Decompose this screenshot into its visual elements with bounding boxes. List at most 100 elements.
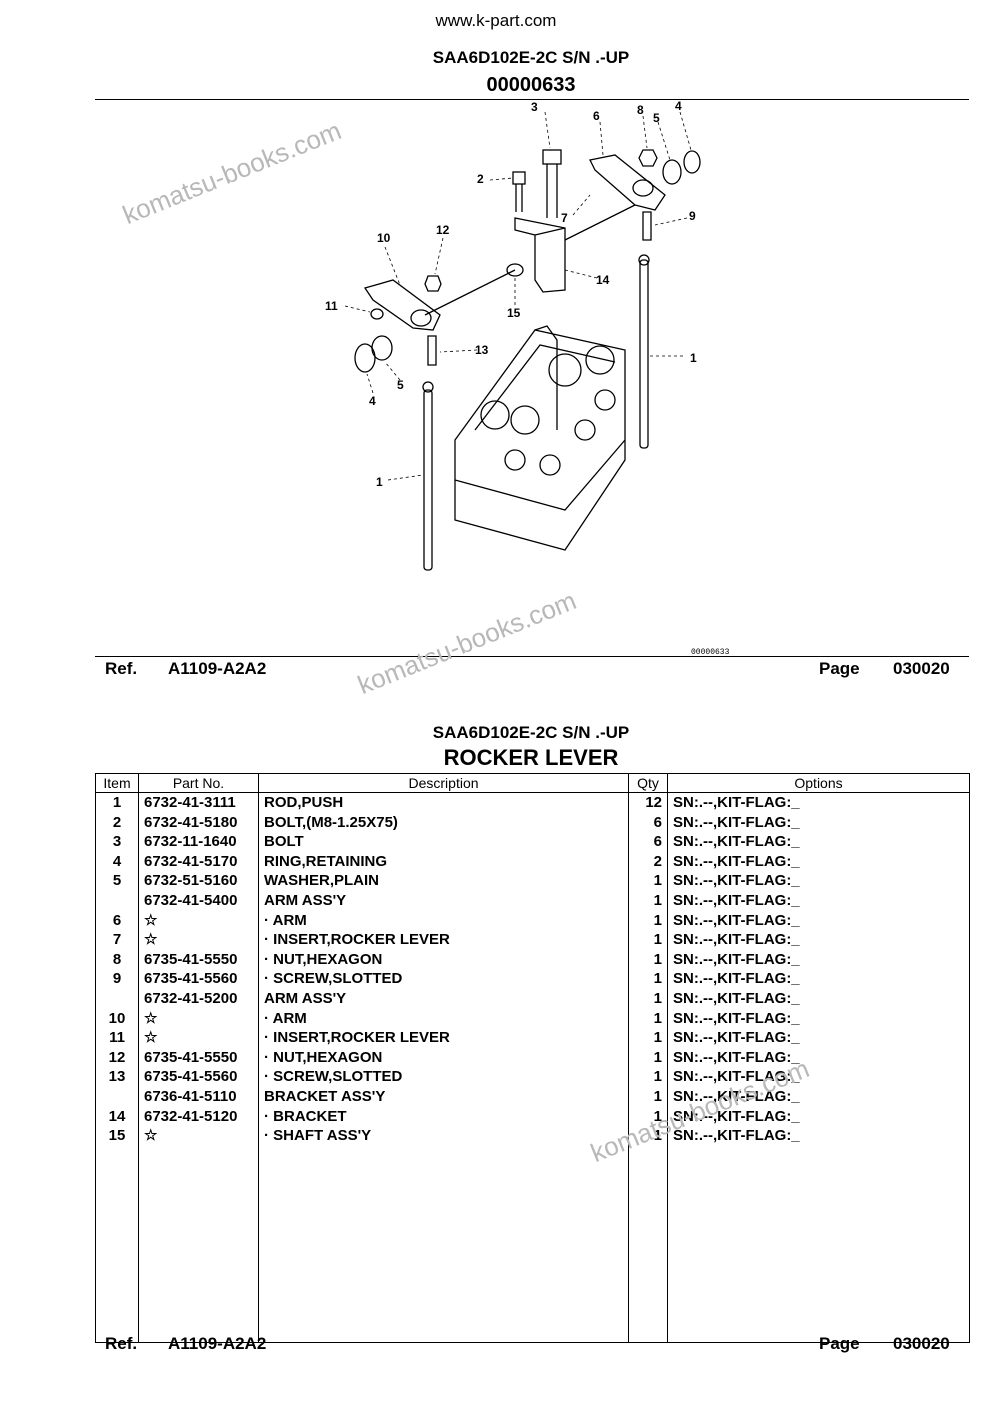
row-description: · NUT,HEXAGON	[258, 1047, 629, 1068]
row-qty: 1	[628, 988, 668, 1009]
row-item: 3	[95, 832, 139, 852]
callout-1-left: 1	[376, 475, 383, 489]
callout-15: 15	[507, 306, 521, 320]
screw-13	[427, 335, 437, 366]
page-label-2: Page	[819, 1334, 860, 1353]
empty-cell	[258, 1145, 629, 1343]
empty-cell	[95, 1145, 139, 1343]
row-qty: 1	[628, 930, 668, 950]
section-title: ROCKER LEVER	[443, 745, 619, 770]
row-options: SN:.--,KIT-FLAG:_	[667, 1106, 970, 1127]
row-options: SN:.--,KIT-FLAG:_	[667, 988, 970, 1009]
row-options: SN:.--,KIT-FLAG:_	[667, 1126, 970, 1146]
row-qty: 1	[628, 890, 668, 911]
row-options: SN:.--,KIT-FLAG:_	[667, 910, 970, 931]
row-item: 14	[95, 1106, 139, 1127]
row-qty: 1	[628, 1067, 668, 1087]
row-part-no: 6735-41-5550	[138, 1047, 259, 1068]
diagram-small-code: 00000633	[691, 648, 730, 655]
row-qty: 1	[628, 969, 668, 989]
row-description: ARM ASS'Y	[258, 988, 629, 1009]
callout-12: 12	[436, 223, 450, 237]
row-part-no: ☆	[138, 1126, 259, 1146]
rocker-arm-10	[363, 279, 441, 331]
empty-cell	[138, 1145, 259, 1343]
row-part-no: 6735-41-5560	[138, 1067, 259, 1087]
header-divider	[95, 99, 969, 100]
ref-label: Ref.	[105, 659, 138, 678]
page-value: 030020	[893, 659, 950, 678]
row-description: ARM ASS'Y	[258, 890, 629, 911]
row-item: 8	[95, 949, 139, 970]
row-part-no: 6732-41-5180	[138, 812, 259, 833]
row-description: ROD,PUSH	[258, 792, 629, 813]
row-part-no: 6732-41-5120	[138, 1106, 259, 1127]
table-header-row: Item Part No. Description Qty Options	[95, 773, 970, 793]
callout-2: 2	[477, 172, 484, 186]
ref-value-2: A1109-A2A2	[168, 1334, 267, 1353]
row-options: SN:.--,KIT-FLAG:_	[667, 1086, 970, 1107]
exploded-parts-diagram: 3 2 6 8 5 4 7 9 1 10 12 11 13 14 15 5 4 …	[325, 100, 730, 655]
row-qty: 6	[628, 812, 668, 833]
row-item: 1	[95, 792, 139, 813]
row-qty: 12	[628, 792, 668, 813]
rocker-arm-6	[589, 154, 666, 211]
row-qty: 1	[628, 1047, 668, 1068]
ring-4-top	[683, 150, 701, 174]
row-options: SN:.--,KIT-FLAG:_	[667, 890, 970, 911]
callout-4-top: 4	[675, 100, 682, 113]
row-item	[95, 1086, 139, 1107]
row-item: 13	[95, 1067, 139, 1087]
row-item: 5	[95, 871, 139, 891]
row-part-no: 6735-41-5550	[138, 949, 259, 970]
row-item	[95, 988, 139, 1009]
row-item: 15	[95, 1126, 139, 1146]
row-options: SN:.--,KIT-FLAG:_	[667, 812, 970, 833]
callout-11: 11	[325, 299, 338, 313]
row-part-no: 6732-51-5160	[138, 871, 259, 891]
row-qty: 2	[628, 851, 668, 872]
push-rod-right	[639, 259, 649, 449]
header-item: Item	[95, 773, 139, 793]
callout-13: 13	[475, 343, 489, 357]
row-description: BRACKET ASS'Y	[258, 1086, 629, 1107]
header-part-no: Part No.	[138, 773, 259, 793]
callout-4-left: 4	[369, 394, 376, 408]
model-title-2: SAA6D102E-2C S/N .-UP	[432, 723, 630, 742]
row-options: SN:.--,KIT-FLAG:_	[667, 1047, 970, 1068]
row-description: RING,RETAINING	[258, 851, 629, 872]
row-qty: 6	[628, 832, 668, 852]
callout-3: 3	[531, 100, 538, 114]
row-options: SN:.--,KIT-FLAG:_	[667, 1008, 970, 1029]
site-url: www.k-part.com	[435, 11, 557, 30]
ring-4-left	[354, 343, 376, 373]
insert-11	[370, 308, 384, 320]
row-options: SN:.--,KIT-FLAG:_	[667, 1028, 970, 1048]
row-part-no: 6732-41-5200	[138, 988, 259, 1009]
callout-10: 10	[377, 231, 391, 245]
push-rod-left	[423, 389, 433, 571]
row-part-no: 6735-41-5560	[138, 969, 259, 989]
row-item: 4	[95, 851, 139, 872]
header-qty: Qty	[628, 773, 668, 793]
row-options: SN:.--,KIT-FLAG:_	[667, 949, 970, 970]
row-description: · SCREW,SLOTTED	[258, 1067, 629, 1087]
screw-9	[642, 211, 652, 241]
row-part-no: 6732-41-5170	[138, 851, 259, 872]
row-description: · BRACKET	[258, 1106, 629, 1127]
row-qty: 1	[628, 910, 668, 931]
cylinder-head	[454, 329, 626, 551]
row-part-no: 6736-41-5110	[138, 1086, 259, 1107]
ref-value: A1109-A2A2	[168, 659, 267, 678]
callout-5-top: 5	[653, 111, 660, 125]
row-qty: 1	[628, 1008, 668, 1029]
callout-1-right: 1	[690, 351, 697, 365]
